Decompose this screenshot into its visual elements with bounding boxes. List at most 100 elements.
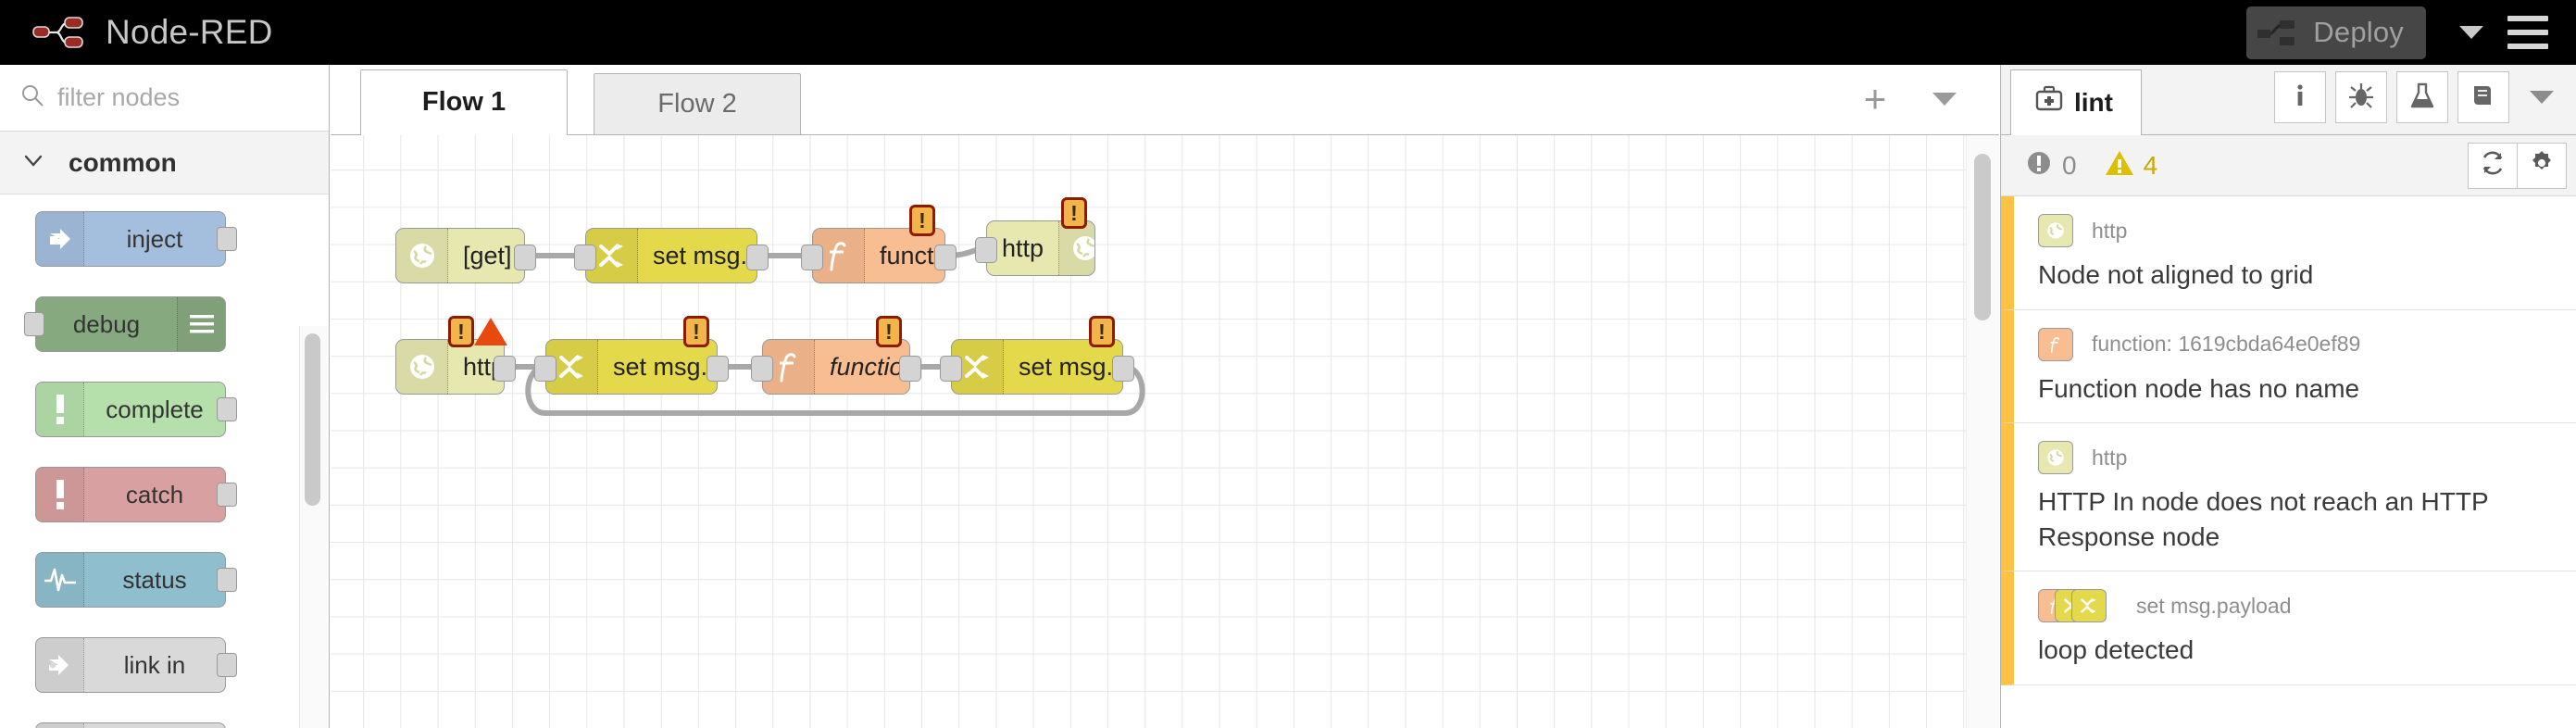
node-warning-badge[interactable]: ! (909, 205, 935, 236)
error-count-value: 0 (2062, 150, 2077, 180)
warning-triangle-icon[interactable] (474, 318, 507, 345)
lint-node-icons (2038, 212, 2079, 249)
palette-item-complete[interactable]: complete (35, 382, 237, 456)
search-input[interactable]: filter nodes (57, 83, 181, 111)
warning-triangle-icon (2105, 149, 2134, 182)
input-port[interactable] (751, 356, 773, 382)
node-label: set msg.payload (1019, 352, 1122, 381)
node-warning-badge[interactable]: ! (876, 316, 902, 347)
plus-icon[interactable]: + (1863, 77, 1887, 120)
palette-item-label: debug (72, 309, 141, 338)
node-label: function (880, 241, 944, 270)
input-port[interactable] (574, 245, 596, 270)
app-title: Node-RED (106, 13, 273, 51)
output-port[interactable] (707, 356, 729, 382)
output-port[interactable] (217, 653, 237, 677)
palette-category-common[interactable]: common (0, 132, 329, 195)
lint-item[interactable]: set msg.payload loop detected (2001, 571, 2576, 685)
hamburger-menu-icon[interactable] (2507, 16, 2548, 49)
lint-node-icons (2038, 587, 2110, 624)
tab-flow-2[interactable]: Flow 2 (594, 73, 801, 134)
sidebar-tab-lint[interactable]: lint (2010, 69, 2142, 135)
help-tab-button[interactable] (2457, 71, 2509, 123)
sidebar-tab-label: lint (2074, 87, 2113, 117)
lint-item-message: HTTP In node does not reach an HTTP Resp… (2038, 487, 2489, 551)
flow-node-http-in-get-data[interactable]: [get] /data (395, 228, 536, 283)
chevron-down-icon[interactable] (1932, 93, 1957, 106)
input-port[interactable] (975, 237, 997, 263)
palette-item-debug[interactable]: debug (24, 296, 226, 370)
palette-item-status[interactable]: status (35, 552, 237, 626)
flow-node-function[interactable]: function ! (801, 205, 957, 283)
input-port[interactable] (24, 312, 44, 336)
palette-item-link-in[interactable]: link in (35, 637, 237, 711)
node-warning-badge[interactable]: ! (683, 316, 709, 347)
globe-icon (2038, 214, 2073, 247)
debug-tab-button[interactable] (2335, 71, 2387, 123)
sidebar-tabbar: lint (2001, 65, 2576, 135)
lint-item-source: function: 1619cbda64e0ef89 (2092, 332, 2361, 357)
lint-node-icons (2038, 326, 2079, 363)
palette-item-label: catch (125, 480, 184, 508)
output-port[interactable] (217, 397, 237, 421)
palette-item-inject[interactable]: inject (35, 211, 237, 285)
lint-item[interactable]: function: 1619cbda64e0ef89 Function node… (2001, 309, 2576, 424)
exclamation-icon (36, 383, 84, 436)
lint-item-header: http (2038, 211, 2557, 250)
flow-node-change-1[interactable]: set msg.payload (574, 228, 769, 283)
input-port[interactable] (801, 245, 823, 270)
inject-arrow-icon (36, 212, 84, 266)
output-port[interactable] (217, 227, 237, 251)
palette-item-link-call[interactable]: link call (35, 722, 226, 728)
brand: Node-RED (30, 13, 273, 52)
palette-item-label: status (122, 565, 187, 594)
test-tab-button[interactable] (2396, 71, 2448, 123)
flow-node-function-1[interactable]: function 1 ! (751, 316, 921, 395)
output-port[interactable] (514, 245, 536, 270)
info-tab-button[interactable] (2274, 71, 2326, 123)
refresh-button[interactable] (2468, 142, 2518, 189)
flow-node-change-2[interactable]: set msg.payload ! (534, 316, 729, 395)
output-port[interactable] (494, 356, 516, 382)
output-port[interactable] (217, 568, 237, 592)
debug-lines-icon (177, 297, 225, 351)
output-port[interactable] (934, 245, 957, 270)
palette-scrollbar-thumb[interactable] (305, 333, 320, 506)
input-port[interactable] (940, 356, 962, 382)
flow-canvas[interactable]: [get] /data set msg.payload (331, 135, 1999, 728)
flow-node-http-in-2[interactable]: http ! (395, 316, 516, 395)
flow-workspace: Flow 1 Flow 2 + (331, 65, 1999, 728)
flow-node-change-3[interactable]: set msg.payload ! (940, 316, 1134, 395)
tab-flow-1[interactable]: Flow 1 (360, 69, 568, 135)
link-call-icon (36, 723, 84, 728)
chevron-down-icon[interactable] (2459, 26, 2483, 39)
lint-summary-bar: 0 4 (2001, 135, 2576, 196)
lint-item[interactable]: http HTTP In node does not reach an HTTP… (2001, 423, 2576, 572)
palette-filter-row[interactable]: filter nodes (0, 65, 329, 132)
chevron-down-icon[interactable] (2530, 91, 2554, 104)
output-port[interactable] (746, 245, 769, 270)
lint-item[interactable]: http Node not aligned to grid (2001, 196, 2576, 310)
flask-icon (2409, 82, 2435, 114)
output-port[interactable] (899, 356, 921, 382)
node-warning-badge[interactable]: ! (1089, 316, 1115, 347)
node-warning-badge[interactable]: ! (448, 316, 474, 347)
canvas-scrollbar-thumb[interactable] (1974, 154, 1991, 320)
input-port[interactable] (534, 356, 556, 382)
lint-item-message: Node not aligned to grid (2038, 260, 2314, 289)
palette-item-label: complete (106, 395, 204, 423)
deploy-button[interactable]: Deploy (2246, 6, 2426, 59)
output-port[interactable] (217, 483, 237, 507)
node-label: set msg.payload (613, 352, 717, 381)
flow-node-http-response[interactable]: http ! (975, 197, 1095, 276)
node-warning-badge[interactable]: ! (1061, 197, 1087, 229)
lint-item-header: http (2038, 438, 2557, 477)
lint-item-source: set msg.payload (2136, 593, 2292, 618)
settings-button[interactable] (2517, 142, 2567, 189)
medkit-icon (2035, 85, 2063, 119)
output-port[interactable] (1112, 356, 1134, 382)
palette-node-list: inject debug (0, 195, 329, 728)
palette-item-catch[interactable]: catch (35, 467, 237, 541)
gear-icon (2529, 150, 2555, 181)
lint-warning-count: 4 (2105, 149, 2157, 182)
